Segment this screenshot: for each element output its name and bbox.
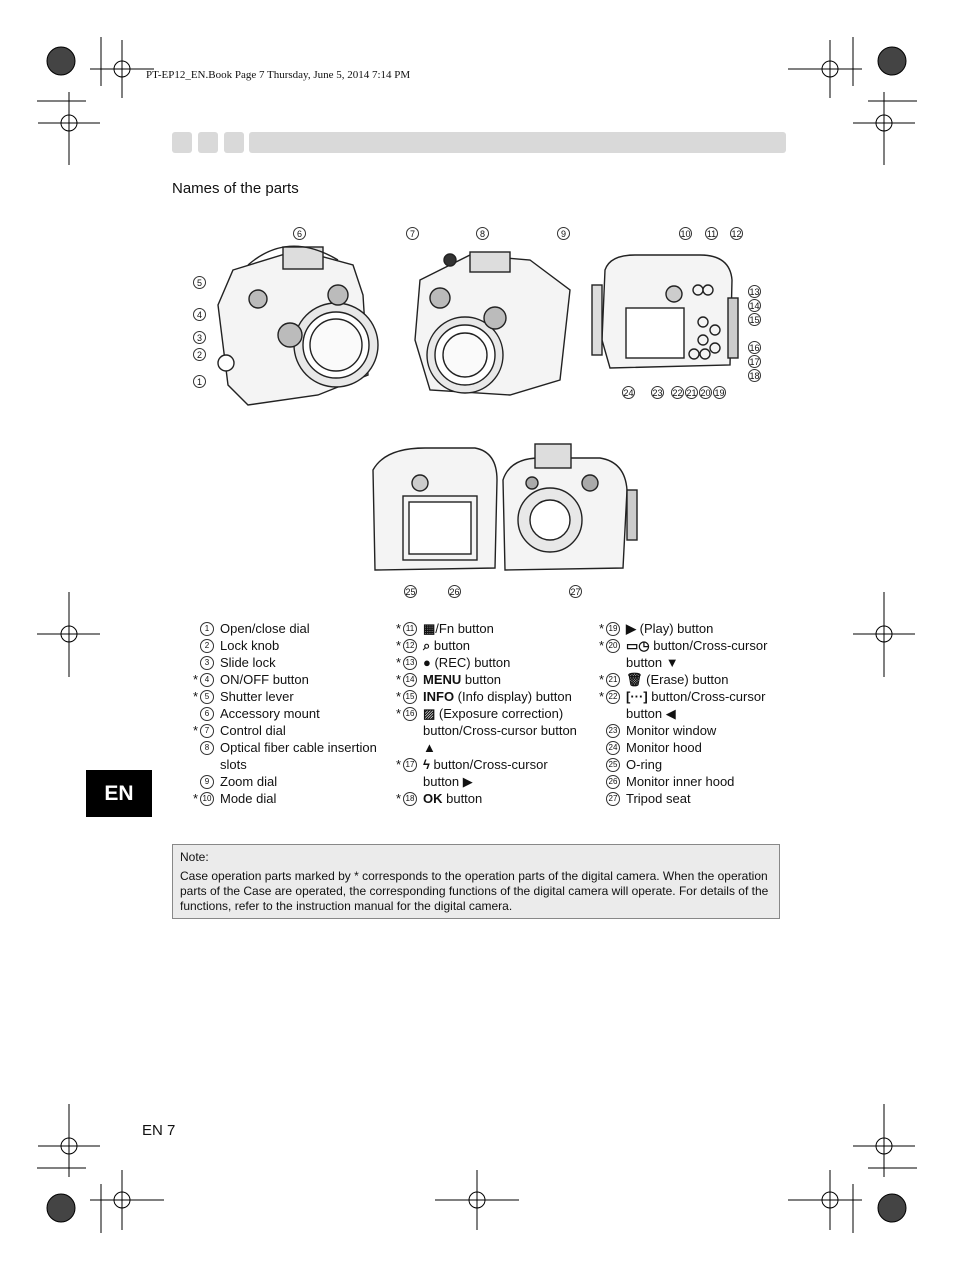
callout-23: 23 [651, 386, 664, 399]
callout-24: 24 [622, 386, 635, 399]
callout-25: 25 [404, 585, 417, 598]
drive-timer-icon: ▭◷ [626, 638, 650, 653]
parts-list-col3: *19▶ (Play) button *20▭◷ button/Cross-cu… [590, 620, 785, 807]
callout-5: 5 [193, 276, 206, 289]
rec-icon: ● [423, 655, 431, 670]
list-item: *19▶ (Play) button [598, 621, 714, 636]
info-icon: INFO [423, 689, 455, 704]
note-body: Case operation parts marked by * corresp… [180, 869, 769, 913]
callout-14: 14 [748, 299, 761, 312]
callout-9: 9 [557, 227, 570, 240]
housing-front-right-illustration [414, 251, 571, 396]
callout-18: 18 [748, 369, 761, 382]
list-item: *20▭◷ button/Cross-cursor button ▼ [598, 638, 768, 670]
callout-17: 17 [748, 355, 761, 368]
callout-2: 2 [193, 348, 206, 361]
note-box: Note: Case operation parts marked by * c… [172, 844, 780, 919]
callout-27: 27 [569, 585, 582, 598]
callout-7: 7 [406, 227, 419, 240]
list-item: *13● (REC) button [395, 655, 511, 670]
callout-12: 12 [730, 227, 743, 240]
parts-list-col2: *11▦/Fn button *12⌕ button *13● (REC) bu… [387, 620, 582, 807]
callout-15: 15 [748, 313, 761, 326]
callout-4: 4 [193, 308, 206, 321]
flash-icon: ϟ [423, 757, 430, 772]
list-item: *11▦/Fn button [395, 621, 494, 636]
book-header: PT-EP12_EN.Book Page 7 Thursday, June 5,… [146, 69, 411, 81]
callout-3: 3 [193, 331, 206, 344]
tab-block [224, 132, 244, 153]
magnify-icon: ⌕ [423, 638, 431, 653]
callout-22: 22 [671, 386, 684, 399]
callout-19: 19 [713, 386, 726, 399]
note-heading: Note: [180, 850, 209, 864]
housing-front-left-illustration [217, 245, 379, 406]
list-item: *21🗑 (Erase) button [598, 672, 729, 687]
callout-26: 26 [448, 585, 461, 598]
section-title: Names of the parts [172, 180, 299, 197]
callout-21: 21 [685, 386, 698, 399]
list-item: *16▨ (Exposure correction) button/Cross-… [395, 706, 577, 755]
page-number: EN 7 [142, 1122, 176, 1139]
housing-back-illustration [591, 254, 739, 369]
play-icon: ▶ [626, 621, 636, 636]
tab-block [198, 132, 218, 153]
exposure-correction-icon: ▨ [423, 706, 436, 721]
af-area-icon: [···] [626, 689, 648, 704]
callout-8: 8 [476, 227, 489, 240]
fn-button-icon: ▦ [423, 621, 436, 636]
housing-open-illustration [372, 443, 638, 571]
callout-20: 20 [699, 386, 712, 399]
list-item: *22[···] button/Cross-cursor button ◀ [598, 689, 766, 721]
erase-icon: 🗑 [626, 672, 643, 687]
tab-bar-long [249, 132, 786, 153]
tab-block [172, 132, 192, 153]
callout-13: 13 [748, 285, 761, 298]
callout-11: 11 [705, 227, 718, 240]
section-tab-bar [172, 132, 786, 153]
callout-10: 10 [679, 227, 692, 240]
callout-16: 16 [748, 341, 761, 354]
menu-icon: MENU [423, 672, 462, 687]
callout-6: 6 [293, 227, 306, 240]
list-item: *12⌕ button [395, 638, 471, 653]
ok-icon: OK [423, 791, 443, 806]
language-badge: EN [86, 770, 152, 817]
callout-1: 1 [193, 375, 206, 388]
